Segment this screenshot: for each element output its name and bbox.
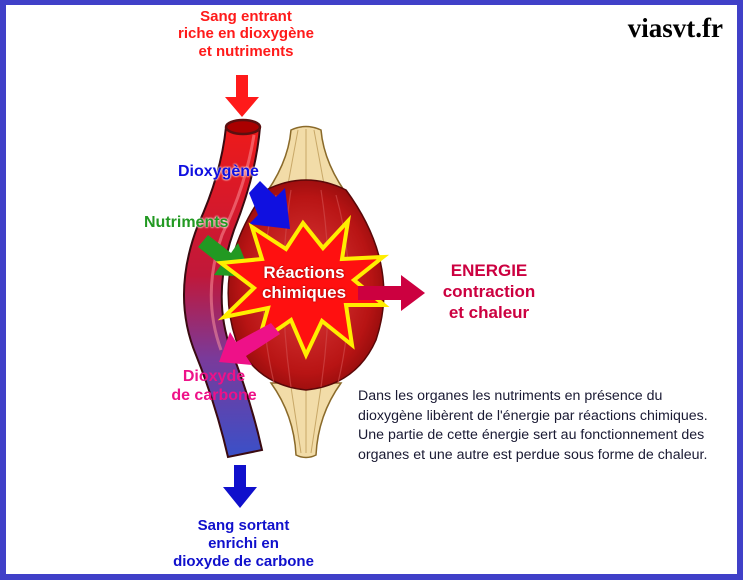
reactions-line-1: Réactions [263,263,345,282]
energy-line-2: contraction [442,282,536,301]
tendon-bottom [269,382,343,459]
site-label: viasvt.fr [627,13,723,43]
co2-line-1: Dioxyde [182,368,246,385]
blood-in-label: Sang entrant riche en dioxygène et nutri… [136,8,356,60]
explanation-text: Dans les organes les nutriments en prése… [358,388,708,463]
energy-line-3: et chaleur [448,303,530,322]
co2-label: Dioxyde de carbone [154,367,274,405]
diagram-artwork [183,75,425,508]
blood-out-line-1: Sang sortant [197,517,290,534]
arrow-energy [358,275,425,311]
arrow-blood-in [225,75,259,117]
arrow-co2 [219,323,280,365]
reactions-line-2: chimiques [261,283,347,302]
energy-label: ENERGIE contraction et chaleur [424,260,554,323]
arrow-blood-out [223,465,257,508]
co2-line-2: de carbone [171,387,257,404]
blood-out-line-3: dioxyde de carbone [173,553,314,570]
diagram-frame: viasvt.fr Sang entrant riche en dioxygèn… [6,5,737,574]
oxygen-label: Dioxygène [178,163,259,180]
reactions-label: Réactions chimiques [244,263,364,303]
reaction-star [215,214,390,360]
blood-in-line-3: et nutriments [198,42,294,60]
nutrients-label: Nutriments [144,214,229,231]
blood-in-line-2: riche en dioxygène [178,25,314,43]
blood-in-line-1: Sang entrant [200,8,292,25]
energy-line-1: ENERGIE [450,261,528,280]
tendon-top [259,125,353,201]
blood-vessel [183,118,264,459]
arrow-oxygen [249,181,290,229]
blood-out-label: Sang sortant enrichi en dioxyde de carbo… [136,517,351,571]
blood-out-line-2: enrichi en [208,535,279,552]
